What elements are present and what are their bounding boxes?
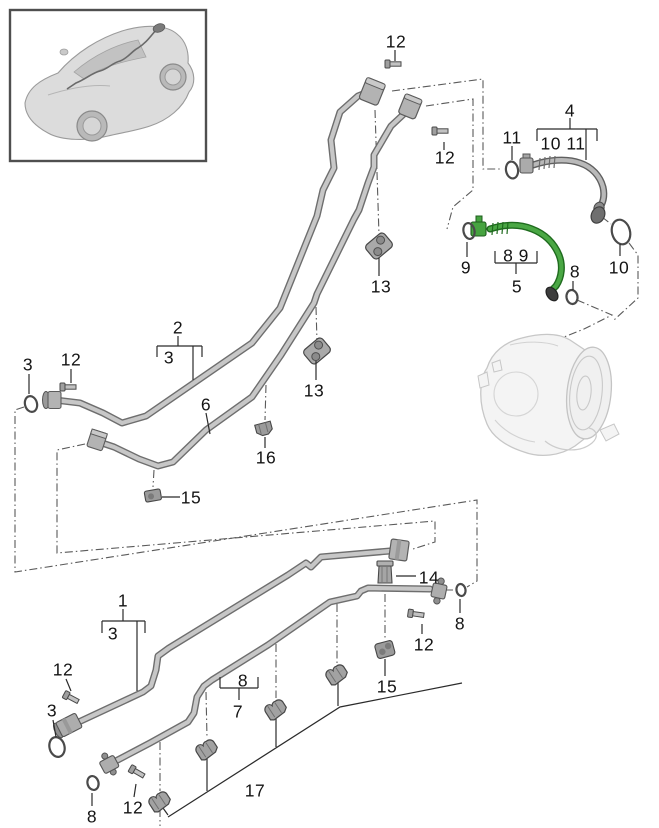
bracket-group-4 [536,118,598,160]
bolt-12b [431,126,449,136]
part-label-10-11-sub[interactable]: 10 11 [540,133,586,154]
bolt-12f [127,764,147,780]
pipe-assembly-6 [92,108,410,470]
part-label-15-a[interactable]: 15 [180,487,202,508]
bracket-14 [376,560,394,584]
part-label-8-b[interactable]: 8 [454,613,466,634]
pipe-assembly-2 [51,88,372,427]
pipe-assembly-1 [64,547,394,731]
o-ring-10 [610,218,632,246]
part-label-11-a[interactable]: 11 [502,127,522,148]
pipe-assembly-7 [108,584,434,767]
part-label-16[interactable]: 16 [255,447,277,468]
hose-5-highlighted [470,215,565,302]
vehicle-thumbnail [8,8,208,163]
part-label-4[interactable]: 4 [564,100,576,121]
o-ring-8a [565,288,579,306]
clamp-15a [143,488,162,503]
leader-lines [28,50,621,806]
hose-4-fitting [519,153,534,174]
part-label-3-b[interactable]: 3 [46,700,58,721]
part-label-3-sub1[interactable]: 3 [107,623,119,644]
car-body [24,25,195,140]
part-label-3-sub2[interactable]: 3 [163,347,175,368]
clamp-13a [363,230,395,262]
part-label-12-e[interactable]: 12 [413,634,435,655]
part-label-12-d[interactable]: 12 [52,659,74,680]
part-label-6[interactable]: 6 [200,394,212,415]
hose-5-end-fitting [545,286,559,302]
callout-lines [28,50,621,806]
part-label-17[interactable]: 17 [244,780,266,801]
part-label-8-sub[interactable]: 8 [237,670,249,691]
part-label-13-b[interactable]: 13 [303,380,325,401]
clip-16 [254,420,273,437]
bracket-group-1 [101,609,146,691]
part-label-9-a[interactable]: 9 [460,257,472,278]
part-label-3-a[interactable]: 3 [22,354,34,375]
part-label-2[interactable]: 2 [172,317,184,338]
compressor-ghost [477,333,620,457]
clip-17d [323,661,351,688]
mirror [59,48,69,56]
part-label-13-a[interactable]: 13 [370,276,392,297]
part-label-12-b[interactable]: 12 [434,147,456,168]
o-ring-9 [462,221,476,241]
part-label-12-c[interactable]: 12 [60,349,82,370]
clip-17c [262,696,290,723]
clip-17b [193,736,221,763]
part-label-5[interactable]: 5 [511,276,523,297]
hose-4 [519,153,608,224]
bracket-group-5 [494,251,538,274]
part-label-1[interactable]: 1 [117,590,129,611]
part-label-12-f[interactable]: 12 [122,797,144,818]
o-rings [23,160,632,792]
bolt-12c [59,382,77,392]
bolt-12a [384,59,402,69]
part-label-15-b[interactable]: 15 [376,676,398,697]
clamps-and-clips [143,230,396,815]
o-ring-8b [455,582,467,598]
pipe-fittings [42,77,448,776]
o-ring-8c [86,774,100,792]
part-label-10-b[interactable]: 10 [608,257,630,278]
ac-line-route [66,29,157,90]
o-ring-3b [48,736,66,758]
bracket-group-7 [219,677,259,700]
bolt-12d [61,689,81,706]
clip-set-leader [162,682,463,818]
bolt-12e [406,608,425,620]
o-ring-11 [504,160,520,180]
part-label-8-9-sub[interactable]: 8 9 [503,245,529,266]
hose-4-end-fitting [590,206,606,224]
bracket-group-2 [156,336,203,380]
part-label-8-c[interactable]: 8 [86,806,98,827]
part-label-8-a[interactable]: 8 [569,261,581,282]
part-label-14[interactable]: 14 [418,567,440,588]
clamp-15b [374,640,396,659]
phantom-lines [14,78,639,826]
o-ring-3a [23,395,39,413]
clamp-13b [301,335,333,367]
clip-17a [146,788,174,815]
compressor-marker [152,23,166,33]
part-label-12-a[interactable]: 12 [385,31,407,52]
part-label-7[interactable]: 7 [232,701,244,722]
